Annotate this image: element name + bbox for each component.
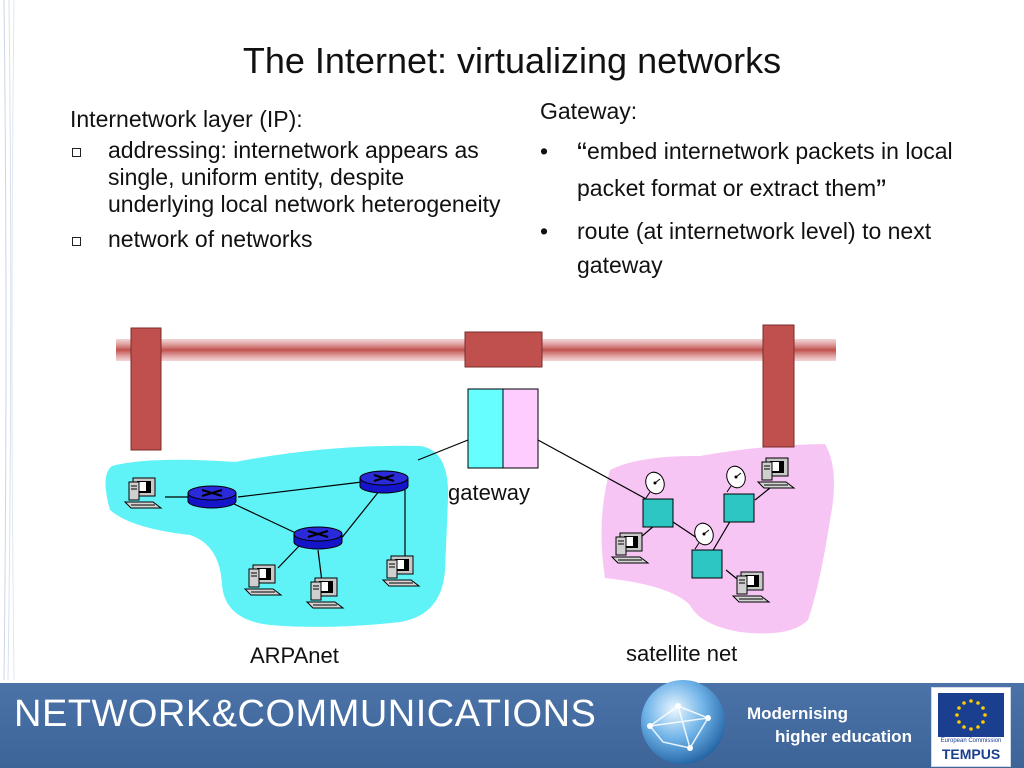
footer-tagline-2: higher education [775,727,912,746]
right-bullet-item: • “embed internetwork packets in local pa… [540,134,980,208]
left-column: Internetwork layer (IP): addressing: int… [70,106,510,261]
eu-flag-icon [938,693,1004,737]
network-diagram [105,324,836,634]
footer-brand: NETWORK&COMMUNICATIONS [14,693,597,735]
right-bullet-list: • “embed internetwork packets in local pa… [540,134,980,282]
left-bullet-item: addressing: internetwork appears as sing… [70,137,510,218]
footer-banner [0,683,1024,768]
left-bullet-list: addressing: internetwork appears as sing… [70,137,510,253]
footer-tagline-1: Modernising [747,704,849,723]
gateway-box-left [467,388,504,469]
eu-caption: European Commission [940,738,1002,744]
slide-title: The Internet: virtualizing networks [242,40,782,81]
bullet-dot-icon: • [540,218,549,244]
internetwork-layer-heading: Internetwork layer (IP): [70,106,303,132]
arpanet-label: ARPAnet [250,643,339,668]
gateway-post [464,331,543,368]
gateway-label: gateway [448,480,530,505]
arpanet-post [130,327,162,451]
router-icon [293,526,343,550]
left-bullet-text: addressing: internetwork appears as sing… [108,137,501,217]
right-bullet-text: route (at internetwork level) to next ga… [577,218,932,278]
gateway-box-right [502,388,539,469]
eu-tempus-logo [931,687,1011,767]
open-quote: “ [577,137,587,170]
gateway-heading: Gateway: [540,98,638,124]
left-bullet-text: network of networks [108,226,313,252]
tempus-brand: TEMPUS [941,746,1001,762]
satellite-net-label: satellite net [626,641,738,666]
bullet-dot-icon: • [540,138,549,164]
satellite-station-box [723,493,755,523]
close-quote: ” [876,174,887,207]
right-bullet-text: embed internetwork packets in local pack… [577,138,953,201]
satellite-station-box [691,549,723,579]
right-column: Gateway: • “embed internetwork packets in… [540,94,980,288]
satellite-station-box [642,498,674,528]
decorative-edge-lines [3,0,15,680]
router-icon [187,485,237,509]
right-bullet-item: • route (at internetwork level) to next g… [540,214,980,282]
checkbox-square-icon [72,237,81,246]
router-icon [359,470,409,494]
left-bullet-item: network of networks [70,226,510,253]
globe-icon [641,680,725,764]
checkbox-square-icon [72,148,81,157]
network-links [165,439,771,584]
satellite-post [762,324,795,448]
